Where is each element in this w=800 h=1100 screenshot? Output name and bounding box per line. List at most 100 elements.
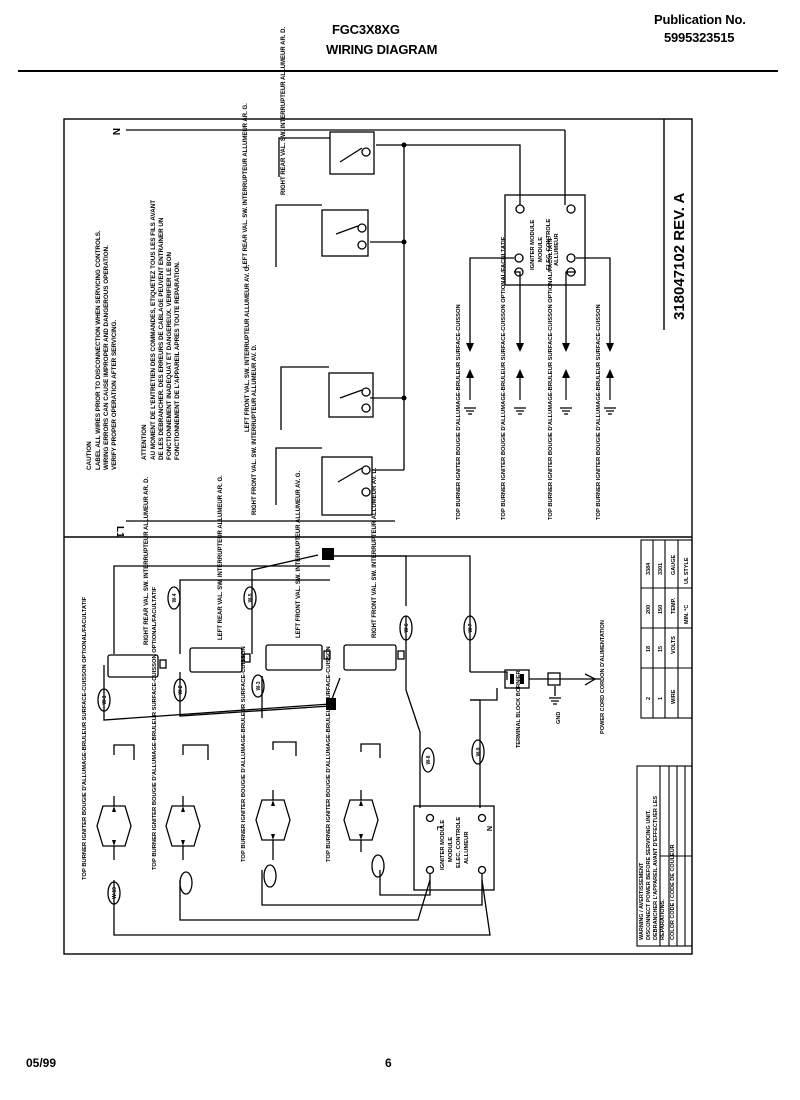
header-rule — [18, 70, 778, 72]
schematic-igniter-label: TOP BURNER IGNITER BOUGIE D'ALLUMAGE-BRU… — [501, 236, 507, 520]
schematic-switch-label: LEFT REAR VAL. SW. INTERRUPTEUR ALLUMEUR… — [243, 103, 249, 268]
svg-text:LABEL ALL WIRES PRIOR TO DISCO: LABEL ALL WIRES PRIOR TO DISCONNECTION W… — [95, 230, 102, 470]
pictorial-switch-label: LEFT REAR VAL. SW. INTERRUPTEUR ALLUMEUR… — [218, 475, 224, 640]
wire-table-cell: 3384 — [646, 562, 652, 575]
wire-table-units: MIN. °C — [684, 605, 690, 624]
splice-top — [322, 548, 334, 560]
schematic-switch-right-front — [321, 456, 373, 516]
warning-text: REPARATIONS. — [660, 899, 666, 940]
svg-text:FONCTIONNEMENT INADEQUAT ET DA: FONCTIONNEMENT INADEQUAT ET DANGEREUX. V… — [166, 252, 173, 460]
svg-text:MODULE: MODULE — [538, 237, 544, 262]
caution-text: CAUTION LABEL ALL WIRES PRIOR TO DISCONN… — [86, 230, 118, 470]
schematic-igniter-module — [504, 194, 586, 286]
svg-text:IGNITER MODULE: IGNITER MODULE — [530, 220, 536, 270]
wire-label: W-1 — [102, 695, 108, 704]
pictorial-switch-left-front — [265, 644, 323, 671]
schematic-switch-left-rear — [321, 209, 369, 257]
wire-label: W-10 — [112, 887, 118, 899]
svg-text:ALLUMEUR: ALLUMEUR — [554, 233, 560, 266]
terminal-n: N — [110, 128, 121, 135]
module-terminal-l: L — [435, 826, 442, 831]
power-cord-label: POWER CORD CORDON D'ALIMENTATION — [600, 620, 606, 734]
svg-text:FONCTIONNEMENT DE L'APPAREIL A: FONCTIONNEMENT DE L'APPAREIL APRES TOUTE… — [174, 261, 181, 460]
wire-table-units: UL STYLE — [684, 557, 690, 584]
wire-table-cell: 150 — [658, 605, 664, 614]
pictorial-switch-right-rear — [107, 654, 159, 678]
wire-table-cell: 200 — [646, 605, 652, 614]
svg-text:AU MOMENT DE L'ENTRETIEN DES C: AU MOMENT DE L'ENTRETIEN DES COMMANDES, … — [150, 200, 157, 460]
pictorial-switch-label: RIGHT REAR VAL. SW. INTERRUPTEUR ALLUMEU… — [144, 477, 150, 645]
schematic-switch-left-front — [328, 372, 374, 418]
gnd-label: GND — [556, 712, 562, 724]
wire-label: W-2 — [178, 685, 184, 694]
schematic-igniter-label: TOP BURNER IGNITER BOUGIE D'ALLUMAGE-BRU… — [456, 304, 462, 520]
pictorial-switch-left-rear — [189, 647, 243, 673]
splice-bottom — [326, 698, 336, 710]
page-title: WIRING DIAGRAM — [326, 42, 438, 57]
svg-text:DE LES DEBRANCHER. DES ERREURS: DE LES DEBRANCHER. DES ERREURS DE CABLAG… — [158, 217, 165, 460]
schematic-switch-right-rear — [329, 131, 375, 175]
wire-table-cell: 3301 — [658, 563, 664, 575]
power-plug — [547, 672, 561, 686]
pictorial-module-label: IGNITER MODULE MODULE ELEC. CONTROLE ALL… — [440, 817, 470, 870]
model-number: FGC3X8XG — [332, 22, 400, 37]
schematic-igniter-label: TOP BURNER IGNITER BOUGIE D'ALLUMAGE-BRU… — [596, 304, 602, 520]
warning-text: COLOR CODE / CODE DE COULEUR — [670, 844, 676, 940]
wire-label: W-3 — [256, 681, 262, 690]
pictorial-switch-label: RIGHT FRONT VAL. SW. INTERRUPTEUR ALLUME… — [372, 467, 378, 638]
pictorial-igniter-3 — [255, 799, 291, 841]
warning-box — [636, 765, 693, 947]
schematic-switch-label: LEFT FRONT VAL. SW. INTERRUPTEUR ALLUMEU… — [245, 265, 251, 432]
wire-table — [640, 539, 693, 719]
svg-text:VERIFY PROPER OPERATION AFTER: VERIFY PROPER OPERATION AFTER SERVICING. — [111, 320, 118, 470]
wire-label: W-6 — [404, 623, 410, 632]
wire-table-header: VOLTS — [671, 636, 677, 654]
schematic-switch-label: RIGHT REAR VAL. SW. INTERRUPTEUR ALLUMEU… — [281, 27, 287, 195]
wire-table-cell: 1 — [658, 697, 664, 700]
schematic-switch-label: RIGHT FRONT VAL. SW. INTERRUPTEUR ALLUME… — [252, 344, 258, 515]
attention-text: ATTENTION AU MOMENT DE L'ENTRETIEN DES C… — [141, 200, 181, 460]
pictorial-igniter-module — [413, 805, 495, 891]
pictorial-switch-label: LEFT FRONT VAL. SW. INTERRUPTEUR ALLUMEU… — [296, 471, 302, 638]
svg-text:ATTENTION: ATTENTION — [141, 424, 148, 460]
publication-label: Publication No. — [654, 12, 746, 27]
wire-table-header: WIRE — [671, 689, 677, 704]
svg-text:MODULE: MODULE — [448, 837, 454, 862]
terminal-l1: L1 — [114, 526, 125, 538]
pictorial-switch-right-front — [343, 644, 397, 671]
wire-label: W-8 — [426, 755, 432, 764]
schematic-module-label: IGNITER MODULE MODULE ELEC. CONTROLE ALL… — [530, 219, 560, 270]
wire-label: W-5 — [248, 593, 254, 602]
warning-text: DISCONNECT POWER BEFORE SERVICING UNIT. — [646, 809, 652, 940]
warning-text: WARNING / AVERTISSEMENT — [639, 862, 645, 940]
wire-label: W-7 — [468, 623, 474, 632]
svg-text:WIRING ERRORS CAN CAUSE IMPROP: WIRING ERRORS CAN CAUSE IMPROPER AND DAN… — [103, 245, 110, 470]
pictorial-igniter-2 — [165, 805, 201, 847]
pictorial-igniter-label: TOP BURNER IGNITER BOUGIE D'ALLUMAGE-BRU… — [241, 646, 247, 862]
publication-number: 5995323515 — [664, 30, 735, 45]
terminal-block-label: TERMINAL BLOCK BORNIER — [516, 670, 522, 748]
module-terminal-n: N — [485, 826, 492, 831]
wire-table-cell: 18 — [646, 646, 652, 652]
pictorial-igniter-label: TOP BURNER IGNITER BOUGIE D'ALLUMAGE-BRU… — [152, 586, 158, 870]
pictorial-igniter-1 — [96, 805, 132, 847]
pictorial-igniter-label: TOP BURNER IGNITER BOUGIE D'ALLUMAGE-BRU… — [326, 646, 332, 862]
schematic-igniter-label: TOP BURNER IGNITER BOUGIE D'ALLUMAGE-BRU… — [548, 236, 554, 520]
footer-date: 05/99 — [26, 1056, 57, 1070]
part-number: 318047102 REV. A — [671, 193, 688, 320]
svg-text:ELEC. CONTROLE: ELEC. CONTROLE — [456, 817, 462, 868]
wire-table-header: TEMP. — [671, 597, 677, 614]
svg-text:IGNITER MODULE: IGNITER MODULE — [440, 820, 446, 870]
wire-label: W-4 — [172, 593, 178, 602]
wire-table-cell: 2 — [646, 697, 652, 700]
pictorial-igniter-label: TOP BURNER IGNITER BOUGIE D'ALLUMAGE-BRU… — [82, 596, 88, 880]
wire-table-header: GAUGE — [671, 555, 677, 576]
svg-text:CAUTION: CAUTION — [86, 441, 93, 470]
wire-label: W-9 — [476, 747, 482, 756]
svg-text:ELEC. CONTROLE: ELEC. CONTROLE — [546, 219, 552, 270]
svg-text:ALLUMEUR: ALLUMEUR — [464, 831, 470, 864]
pictorial-igniter-4 — [343, 799, 379, 841]
wire-table-cell: 15 — [658, 646, 664, 652]
warning-text: DEBRANCHER L'APPAREIL AVANT D'EFFECTUER … — [653, 796, 659, 940]
